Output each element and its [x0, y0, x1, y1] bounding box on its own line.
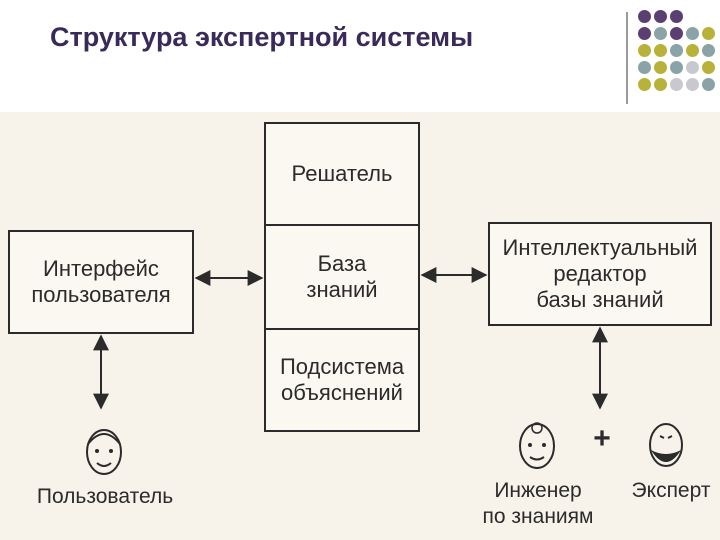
- dot: [702, 61, 715, 74]
- user-label: Пользователь: [36, 485, 174, 508]
- expert-label: Эксперт: [631, 479, 711, 502]
- dot: [654, 78, 667, 91]
- expert-face-icon: [649, 423, 683, 467]
- knowledge-editor-box: Интеллектуальный редактор базы знаний: [488, 222, 712, 326]
- dot: [686, 27, 699, 40]
- knowledge-base-box: База знаний: [264, 224, 420, 330]
- dot: [638, 44, 651, 57]
- dot: [654, 61, 667, 74]
- plus-sign: +: [593, 422, 611, 455]
- title-divider: [626, 12, 628, 104]
- dot: [686, 61, 699, 74]
- dot: [638, 10, 651, 23]
- user-interface-box: Интерфейс пользователя: [8, 230, 194, 334]
- solver-box: Решатель: [264, 122, 420, 226]
- engineer-face-icon: [519, 422, 555, 469]
- slide-title: Структура экспертной системы: [50, 22, 474, 52]
- dot: [654, 44, 667, 57]
- dot: [670, 78, 683, 91]
- dot: [670, 44, 683, 57]
- dot: [670, 27, 683, 40]
- dot: [654, 27, 667, 40]
- dot: [654, 10, 667, 23]
- knowledge-engineer-label: Инженер по знаниям: [482, 479, 594, 528]
- explanation-subsystem-box: Подсистема объяснений: [264, 328, 420, 432]
- dot: [670, 61, 683, 74]
- dot: [686, 78, 699, 91]
- user-face-icon: [86, 429, 122, 475]
- dot: [638, 27, 651, 40]
- dot: [686, 44, 699, 57]
- dot: [638, 61, 651, 74]
- dot: [702, 78, 715, 91]
- dot: [702, 44, 715, 57]
- dot: [670, 10, 683, 23]
- dot: [638, 78, 651, 91]
- dot: [702, 27, 715, 40]
